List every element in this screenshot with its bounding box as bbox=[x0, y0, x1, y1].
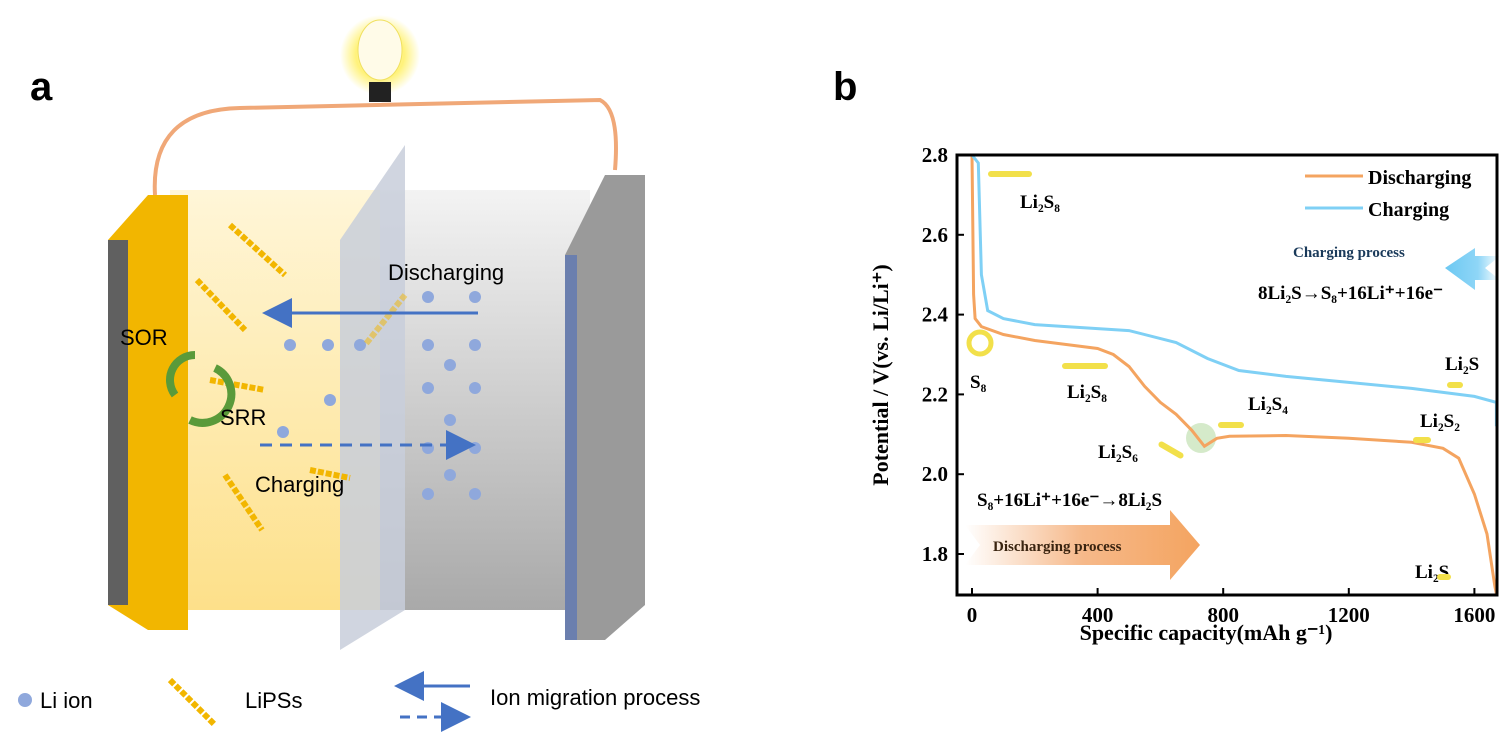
discharging-process-arrow bbox=[965, 510, 1200, 580]
annotation-li2s8-top: Li₂S₈ bbox=[1020, 192, 1060, 213]
x-tick-label: 800 bbox=[1207, 603, 1239, 627]
panel-label-b: b bbox=[833, 65, 857, 109]
panel-label-a: a bbox=[30, 65, 53, 109]
y-tick-label: 2.8 bbox=[922, 143, 948, 167]
y-tick-label: 2.6 bbox=[922, 223, 948, 247]
x-tick-label: 0 bbox=[967, 603, 978, 627]
x-axis-label: Specific capacity(mAh g⁻¹) bbox=[1080, 620, 1333, 645]
legend-charging: Charging bbox=[1368, 199, 1449, 221]
lightbulb-icon bbox=[340, 15, 420, 102]
charging-process-label: Charging process bbox=[1293, 245, 1405, 261]
lipss-legend-icon bbox=[167, 677, 218, 728]
annotation-li2s8: Li₂S₈ bbox=[1067, 382, 1107, 403]
separator bbox=[340, 145, 405, 650]
plot-frame bbox=[955, 153, 1499, 597]
lipss-chains bbox=[194, 222, 408, 532]
anode-electrode bbox=[565, 175, 645, 640]
legend-discharging: Discharging bbox=[1368, 167, 1471, 189]
panel-b: b 0 400 800 1200 1600 1.8 2.0 2.2 2.4 2.6 2.8 Spec… bbox=[833, 65, 1500, 645]
legend-lipss: LiPSs bbox=[245, 688, 302, 713]
legend-ion-migration: Ion migration process bbox=[490, 685, 700, 710]
annotation-s8: S₈ bbox=[970, 372, 987, 393]
y-tick-label: 2.4 bbox=[922, 303, 949, 327]
cathode-edge bbox=[108, 240, 128, 605]
srr-label: SRR bbox=[220, 405, 266, 430]
series-line-discharging bbox=[970, 154, 1498, 595]
x-tick-label: 1200 bbox=[1328, 603, 1370, 627]
annotation-li2s6: Li₂S₆ bbox=[1098, 442, 1138, 463]
annotation-li2s-top: Li₂S bbox=[1445, 354, 1479, 375]
x-tick-label: 1600 bbox=[1453, 603, 1495, 627]
legend-a: Li ion LiPSs Ion migration process bbox=[18, 671, 700, 732]
sor-label: SOR bbox=[120, 325, 168, 350]
annotation-li2s2: Li₂S₂ bbox=[1420, 411, 1460, 432]
li-ions bbox=[277, 291, 481, 500]
molecule-icons bbox=[966, 171, 1463, 580]
li-ion-legend-icon bbox=[18, 693, 32, 707]
sor-srr-cycle-icon bbox=[166, 351, 236, 427]
charging-equation: 8Li₂S→S₈+16Li⁺+16e⁻ bbox=[1258, 283, 1443, 304]
charging-process-arrow bbox=[1445, 248, 1500, 290]
y-tick-label: 2.2 bbox=[922, 382, 948, 406]
discharging-label: Discharging bbox=[388, 260, 504, 285]
panel-a: a bbox=[18, 15, 700, 732]
electrolyte-anode-side bbox=[380, 190, 590, 610]
y-tick-label: 1.8 bbox=[922, 542, 948, 566]
y-axis-label: Potential / V(vs. Li/Li⁺) bbox=[868, 264, 893, 485]
legend-li-ion: Li ion bbox=[40, 688, 93, 713]
discharging-equation: S₈+16Li⁺+16e⁻→8Li₂S bbox=[977, 490, 1162, 511]
x-tick-label: 400 bbox=[1082, 603, 1114, 627]
series-line-charging bbox=[970, 154, 1498, 427]
charging-label: Charging bbox=[255, 472, 344, 497]
external-wire bbox=[152, 97, 618, 196]
discharging-process-label: Discharging process bbox=[993, 539, 1122, 555]
anode-surface bbox=[565, 255, 577, 640]
y-tick-label: 2.0 bbox=[922, 462, 948, 486]
chart: 0 400 800 1200 1600 1.8 2.0 2.2 2.4 2.6 2.8 Specif… bbox=[868, 143, 1500, 645]
annotation-li2s4: Li₂S₄ bbox=[1248, 394, 1288, 415]
